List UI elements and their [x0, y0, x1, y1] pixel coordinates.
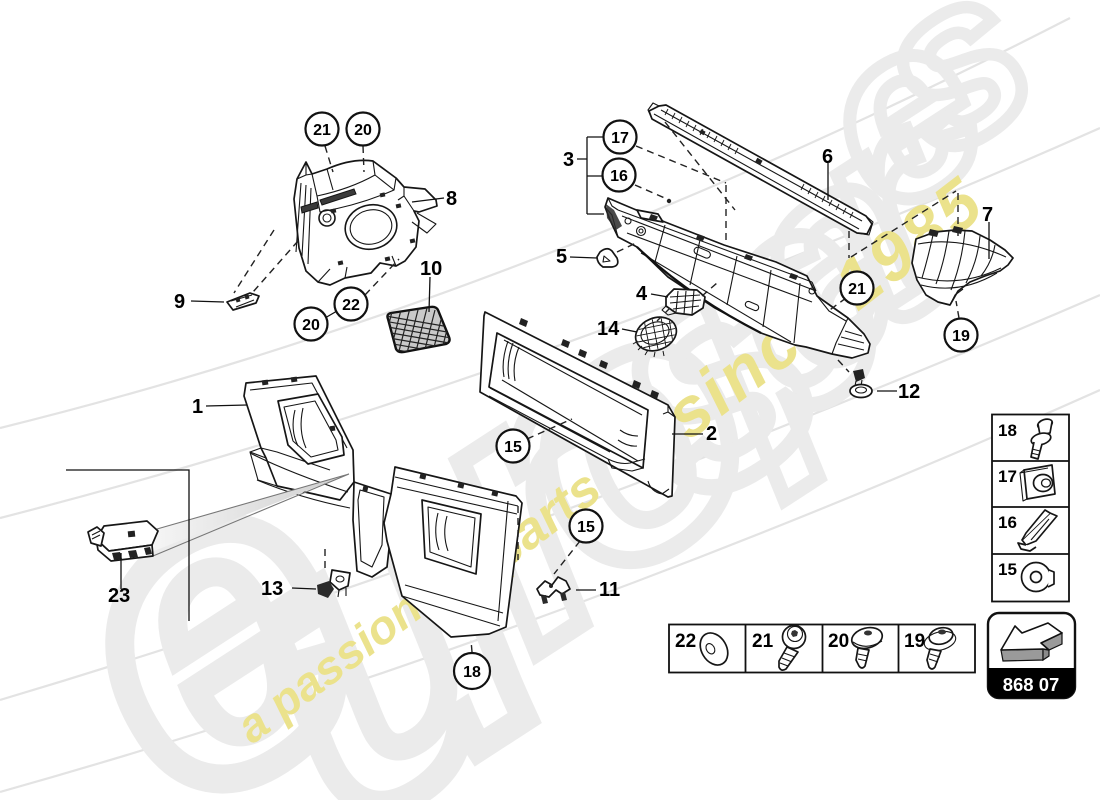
- svg-text:18: 18: [998, 421, 1017, 440]
- svg-text:6: 6: [822, 146, 833, 168]
- svg-text:8: 8: [446, 188, 457, 210]
- svg-text:16: 16: [610, 168, 628, 185]
- svg-text:5: 5: [556, 246, 567, 268]
- svg-text:9: 9: [174, 291, 185, 313]
- svg-text:1: 1: [192, 396, 203, 418]
- svg-text:18: 18: [463, 664, 481, 681]
- svg-text:22: 22: [342, 297, 360, 314]
- svg-text:3: 3: [563, 149, 574, 171]
- svg-text:17: 17: [998, 467, 1017, 486]
- svg-text:19: 19: [952, 328, 970, 345]
- svg-text:12: 12: [898, 381, 920, 403]
- svg-text:14: 14: [597, 318, 620, 340]
- svg-text:20: 20: [828, 631, 849, 652]
- svg-text:21: 21: [752, 631, 774, 652]
- svg-text:10: 10: [420, 258, 442, 280]
- svg-text:21: 21: [313, 122, 331, 139]
- svg-text:19: 19: [904, 631, 925, 652]
- svg-text:16: 16: [998, 513, 1017, 532]
- svg-text:13: 13: [261, 578, 283, 600]
- svg-text:2: 2: [706, 423, 717, 445]
- svg-text:17: 17: [611, 130, 629, 147]
- svg-text:4: 4: [636, 283, 648, 305]
- svg-text:22: 22: [675, 631, 696, 652]
- svg-text:15: 15: [577, 519, 595, 536]
- svg-text:20: 20: [354, 122, 372, 139]
- svg-text:868 07: 868 07: [1003, 674, 1060, 695]
- svg-text:15: 15: [998, 560, 1017, 579]
- svg-text:11: 11: [599, 579, 620, 601]
- svg-text:15: 15: [504, 439, 522, 456]
- svg-text:7: 7: [982, 204, 993, 226]
- svg-text:20: 20: [302, 317, 320, 334]
- svg-text:21: 21: [848, 281, 866, 298]
- svg-text:23: 23: [108, 585, 130, 607]
